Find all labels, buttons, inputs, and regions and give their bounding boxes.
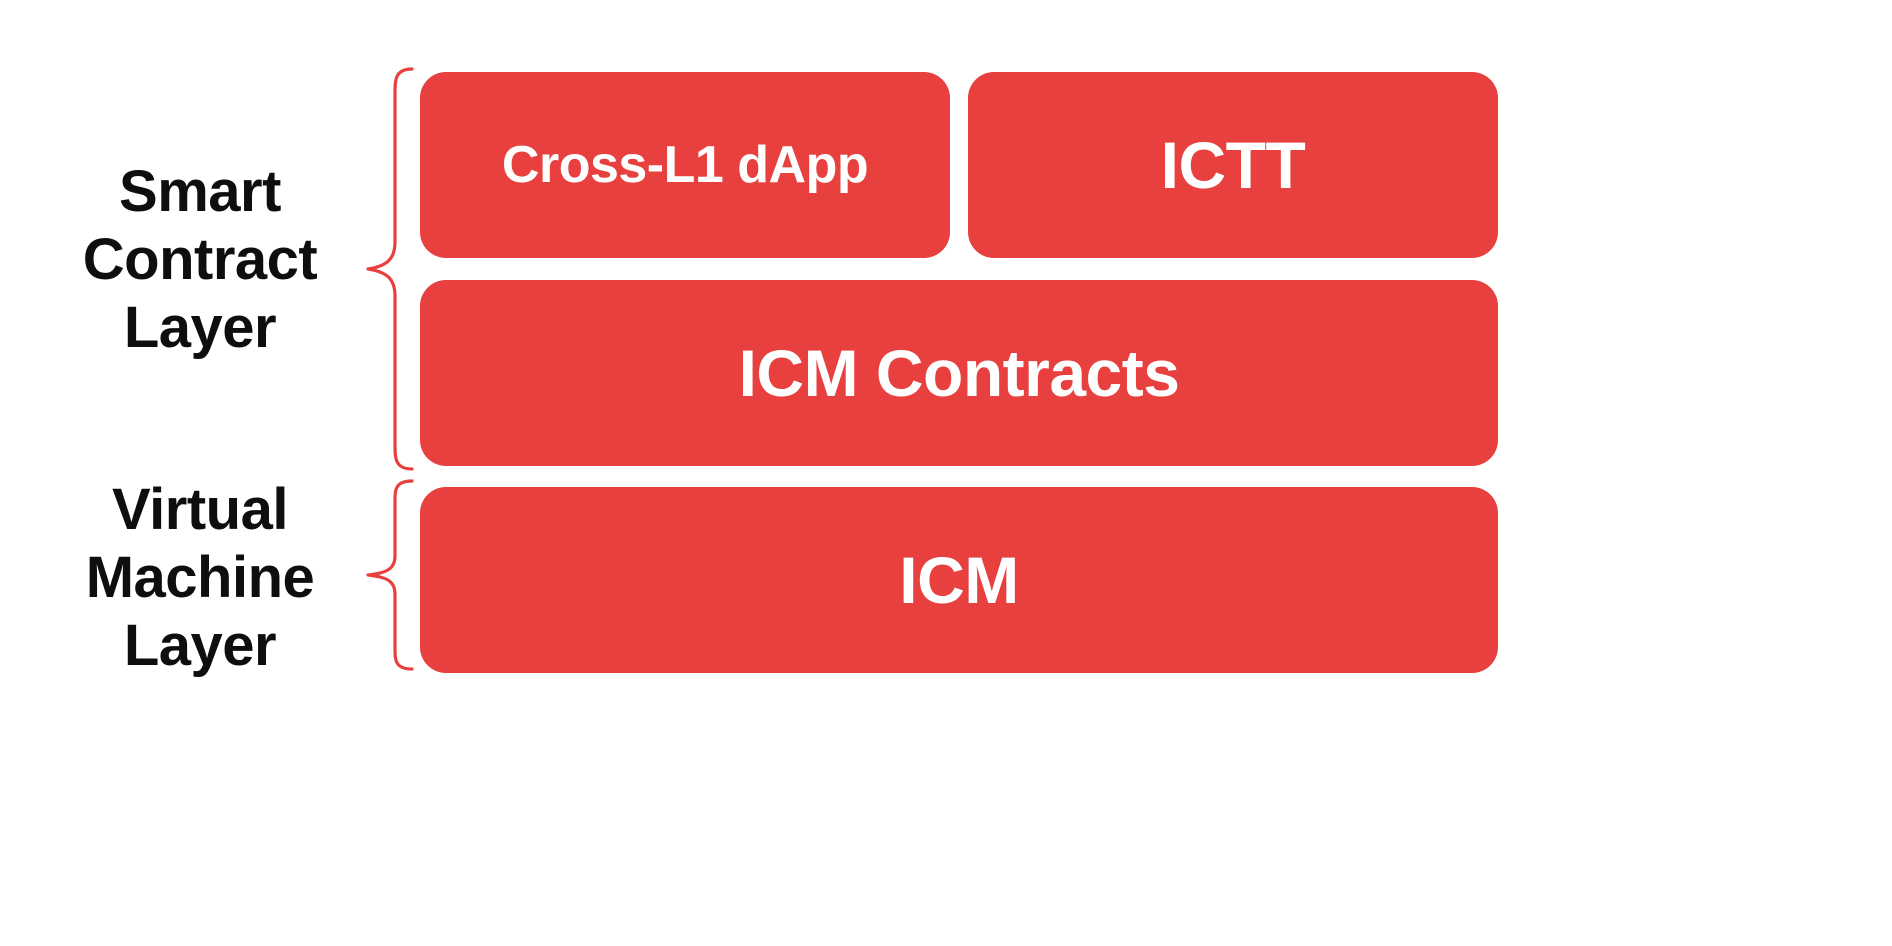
brace-smart-contract-layer	[362, 66, 414, 472]
layer-label-virtual-machine: Virtual Machine Layer	[85, 477, 315, 678]
layer-label-smart-contract: Smart Contract Layer	[82, 159, 318, 360]
brace-virtual-machine-layer	[362, 478, 414, 672]
node-icm[interactable]: ICM	[420, 487, 1498, 673]
node-icm-contracts[interactable]: ICM Contracts	[420, 280, 1498, 466]
node-ictt[interactable]: ICTT	[968, 72, 1498, 258]
node-cross-l1-dapp[interactable]: Cross-L1 dApp	[420, 72, 950, 258]
